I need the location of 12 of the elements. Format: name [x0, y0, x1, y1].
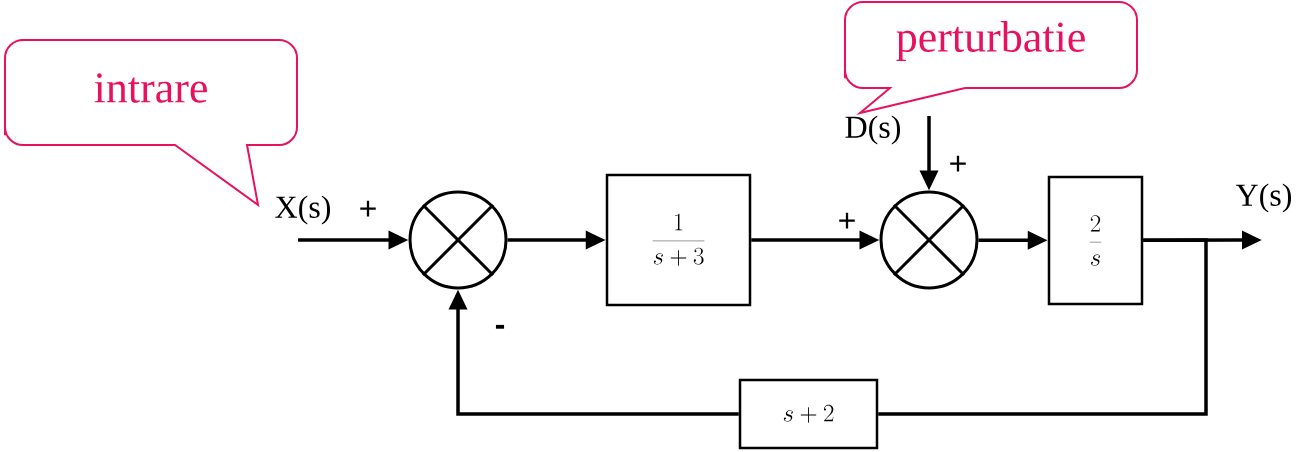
signal-label: +	[950, 155, 966, 172]
callout-bubble: perturbatie	[844, 1, 1138, 114]
signal-label: D(s)	[845, 115, 901, 145]
summing-junction	[408, 190, 508, 290]
transfer-function-block: $\frac{2}{s}$	[1047, 175, 1144, 306]
signal-label: Y(s)	[1235, 183, 1291, 213]
signal-label: +	[839, 212, 855, 229]
transfer-function-block: $s+2$	[738, 378, 879, 450]
signal-label: -	[495, 324, 505, 329]
summing-junction	[879, 190, 979, 290]
signal-label: +	[360, 200, 376, 217]
transfer-function-block: $\frac{1}{s+3}$	[605, 173, 752, 307]
